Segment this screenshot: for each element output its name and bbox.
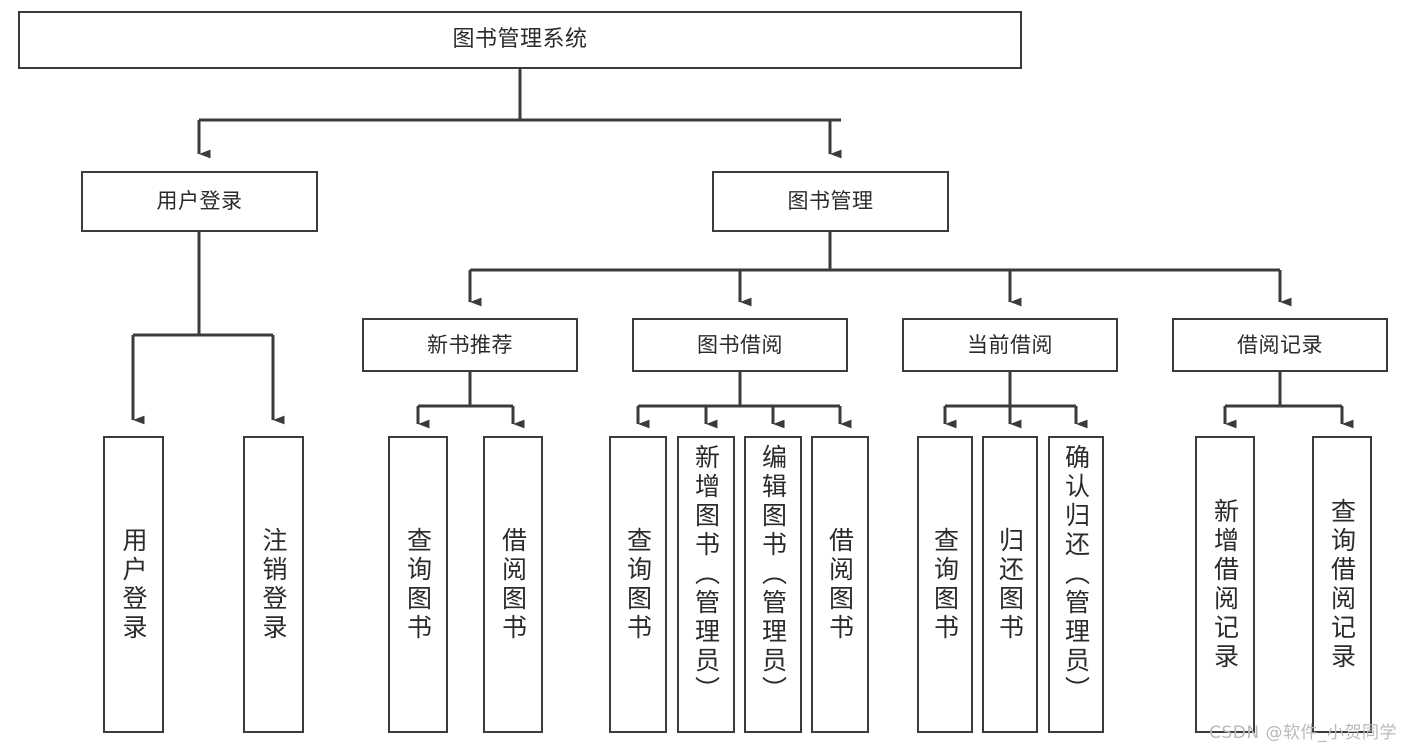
node-label: 图书管理 <box>787 189 874 214</box>
node-label: 新增图书（管理员） <box>691 444 721 705</box>
node-label: 借阅记录 <box>1237 332 1323 357</box>
node-label: 查询图书 <box>930 526 960 643</box>
leaf-add-borrow-record[interactable]: 新增借阅记录 <box>1195 436 1255 733</box>
node-label: 用户登录 <box>119 526 148 643</box>
node-label: 用户登录 <box>156 189 243 214</box>
leaf-logout[interactable]: 注销登录 <box>243 436 304 733</box>
leaf-borrow-book[interactable]: 借阅图书 <box>811 436 869 733</box>
node-current-borrowing[interactable]: 当前借阅 <box>902 318 1118 372</box>
leaf-query-book-borrow[interactable]: 查询图书 <box>609 436 667 733</box>
node-label: 查询图书 <box>403 526 433 643</box>
node-label: 注销登录 <box>259 526 288 643</box>
node-book-borrowing[interactable]: 图书借阅 <box>632 318 848 372</box>
node-label: 查询图书 <box>623 526 653 643</box>
leaf-confirm-return-admin[interactable]: 确认归还（管理员） <box>1048 436 1104 733</box>
leaf-query-borrow-record[interactable]: 查询借阅记录 <box>1312 436 1372 733</box>
node-label: 当前借阅 <box>967 332 1053 357</box>
node-label: 确认归还（管理员） <box>1061 444 1091 705</box>
node-label: 查询借阅记录 <box>1327 497 1357 672</box>
node-user-login[interactable]: 用户登录 <box>81 171 318 232</box>
node-book-management[interactable]: 图书管理 <box>712 171 949 232</box>
node-root-book-management-system[interactable]: 图书管理系统 <box>18 11 1022 69</box>
leaf-query-book-new[interactable]: 查询图书 <box>388 436 448 733</box>
leaf-borrow-book-new[interactable]: 借阅图书 <box>483 436 543 733</box>
node-label: 编辑图书（管理员） <box>758 444 788 705</box>
leaf-user-login[interactable]: 用户登录 <box>103 436 164 733</box>
leaf-query-book-current[interactable]: 查询图书 <box>917 436 973 733</box>
node-label: 图书管理系统 <box>452 27 588 53</box>
node-label: 新增借阅记录 <box>1210 497 1240 672</box>
leaf-add-book-admin[interactable]: 新增图书（管理员） <box>677 436 735 733</box>
node-new-book-recommendation[interactable]: 新书推荐 <box>362 318 578 372</box>
node-label: 新书推荐 <box>427 332 513 357</box>
node-borrowing-records[interactable]: 借阅记录 <box>1172 318 1388 372</box>
node-label: 借阅图书 <box>498 526 528 643</box>
leaf-edit-book-admin[interactable]: 编辑图书（管理员） <box>744 436 802 733</box>
node-label: 图书借阅 <box>697 332 783 357</box>
node-label: 借阅图书 <box>825 526 855 643</box>
leaf-return-book[interactable]: 归还图书 <box>982 436 1038 733</box>
node-label: 归还图书 <box>995 526 1025 643</box>
